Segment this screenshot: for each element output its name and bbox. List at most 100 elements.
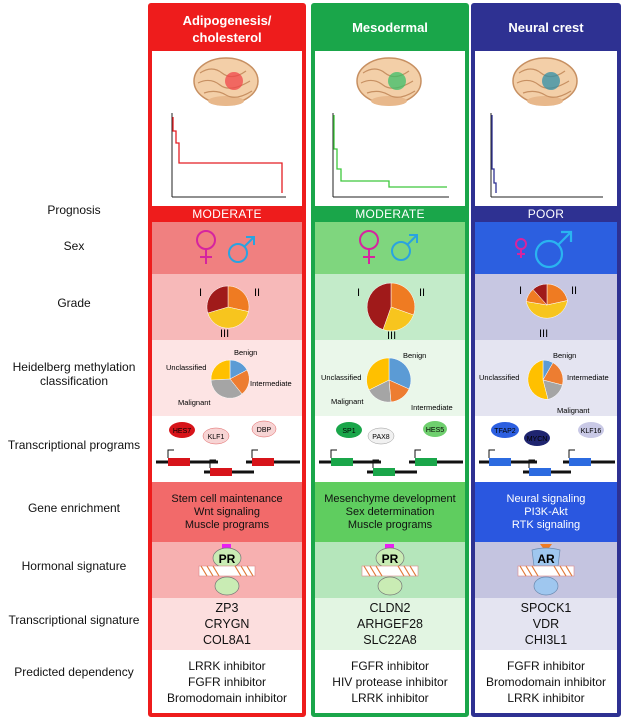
hormonal-row: PR (315, 542, 465, 598)
meth-label-benign: Benign (234, 348, 257, 357)
sex-row (315, 222, 465, 274)
grade-row: I II III (475, 274, 617, 340)
row-label-programs: Transcriptional programs (7, 438, 141, 452)
column-adipogenesis: Adipogenesis/ cholesterol MODERATE (148, 3, 306, 717)
signature-row: SPOCK1 VDR CHI3L1 (475, 598, 617, 650)
hormonal-row: PR (152, 542, 302, 598)
survival-curve (332, 113, 449, 198)
dependency-row: LRRK inhibitor FGFR inhibitor Bromodomai… (152, 650, 302, 713)
row-label-methylation: Heidelberg methylation classification (12, 360, 136, 388)
female-icon (515, 238, 527, 258)
enrichment-item: Muscle programs (184, 518, 270, 531)
signature-row: ZP3 CRYGN COL8A1 (152, 598, 302, 650)
meth-label-unclassified: Unclassified (321, 373, 361, 382)
brain-and-survival-curve (152, 51, 302, 206)
grade-label-II: II (254, 287, 260, 299)
female-icon (196, 230, 216, 264)
tf-blobs: TFAP2 MYCN KLF16 (491, 422, 604, 446)
male-icon (391, 234, 418, 261)
methylation-pie (210, 359, 250, 399)
signature-gene: CRYGN (204, 617, 250, 631)
dependency-item: LRRK inhibitor (351, 690, 429, 705)
grade-row: I II III (152, 274, 302, 340)
brain-and-survival-curve (475, 51, 617, 206)
signature-gene: ARHGEF28 (357, 617, 423, 631)
tf-label: PAX8 (372, 434, 389, 441)
gene-tracks (479, 449, 615, 476)
dependency-row: FGFR inhibitor Bromodomain inhibitor LRR… (475, 650, 617, 713)
grade-label-I: I (199, 287, 202, 299)
methylation-pie (527, 359, 564, 400)
prognosis-badge: MODERATE (152, 206, 302, 222)
programs-row: TFAP2 MYCN KLF16 (475, 416, 617, 482)
receptor-label: AR (537, 552, 555, 566)
meth-label-unclassified: Unclassified (166, 363, 206, 372)
row-label-enrichment: Gene enrichment (27, 501, 121, 515)
grade-label-III: III (387, 330, 396, 340)
receptor-icon: PR (198, 544, 256, 596)
row-label-sex: Sex (63, 239, 85, 253)
dependency-item: LRRK inhibitor (507, 690, 585, 705)
meth-label-intermediate: Intermediate (250, 379, 292, 388)
grade-pie (206, 285, 250, 329)
receptor-label: PR (382, 552, 399, 566)
dependency-item: FGFR inhibitor (350, 658, 430, 673)
column-title: Neural crest (475, 7, 617, 51)
tf-label: HES7 (173, 428, 191, 435)
signature-gene: SLC22A8 (363, 633, 417, 647)
meth-label-benign: Benign (553, 351, 576, 360)
brain-icon (512, 57, 578, 106)
dependency-row: FGFR inhibitor HIV protease inhibitor LR… (315, 650, 465, 713)
tf-label: SP1 (342, 428, 355, 435)
enrichment-row: Neural signaling PI3K-Akt RTK signaling (475, 482, 617, 542)
row-label-signature: Transcriptional signature (8, 613, 140, 627)
row-label-hormonal: Hormonal signature (21, 559, 127, 573)
signature-gene: CLDN2 (369, 601, 411, 615)
signature-gene: COL8A1 (203, 633, 251, 647)
receptor-icon: PR (361, 544, 419, 596)
tf-blobs: SP1 PAX8 HES5 (336, 421, 447, 445)
column-mesodermal: Mesodermal MODERATE (311, 3, 469, 717)
meth-label-benign: Benign (403, 351, 426, 360)
enrichment-row: Stem cell maintenance Wnt signaling Musc… (152, 482, 302, 542)
column-title: Mesodermal (315, 7, 465, 51)
receptor-icon: AR (517, 544, 575, 596)
hormonal-row: AR (475, 542, 617, 598)
enrichment-item: Mesenchyme development (324, 492, 456, 505)
enrichment-item: Sex determination (345, 505, 435, 518)
brain-icon (193, 57, 259, 106)
signature-gene: CHI3L1 (524, 633, 568, 647)
grade-row: I II III (315, 274, 465, 340)
male-icon (228, 236, 255, 263)
signature-gene: ZP3 (215, 601, 239, 615)
meth-label-malignant: Malignant (178, 398, 211, 407)
prognosis-badge: POOR (475, 206, 617, 222)
tf-label: TFAP2 (494, 428, 516, 435)
enrichment-item: PI3K-Akt (524, 505, 568, 518)
signature-gene: VDR (532, 617, 560, 631)
gene-tracks (156, 449, 300, 476)
dependency-item: FGFR inhibitor (506, 658, 586, 673)
enrichment-item: Wnt signaling (193, 505, 261, 518)
methylation-pie (366, 357, 412, 403)
meth-label-malignant: Malignant (331, 397, 364, 406)
enrichment-item: Neural signaling (506, 492, 586, 505)
row-label-dependency: Predicted dependency (14, 665, 134, 679)
signature-gene: SPOCK1 (520, 601, 572, 615)
dependency-item: Bromodomain inhibitor (485, 674, 607, 689)
methylation-row: Benign Unclassified Intermediate Maligna… (315, 340, 465, 416)
programs-row: SP1 PAX8 HES5 (315, 416, 465, 482)
meth-label-unclassified: Unclassified (479, 373, 519, 382)
sex-row (475, 222, 617, 274)
programs-row: HES7 KLF1 DBP (152, 416, 302, 482)
grade-label-I: I (357, 287, 360, 299)
grade-label-III: III (220, 328, 229, 340)
tf-label: HES5 (426, 427, 444, 434)
methylation-row: Benign Unclassified Intermediate Maligna… (475, 340, 617, 416)
sex-row (152, 222, 302, 274)
grade-pie (525, 283, 568, 319)
enrichment-row: Mesenchyme development Sex determination… (315, 482, 465, 542)
gene-tracks (319, 449, 463, 476)
grade-label-III: III (539, 328, 548, 340)
receptor-label: PR (219, 552, 236, 566)
